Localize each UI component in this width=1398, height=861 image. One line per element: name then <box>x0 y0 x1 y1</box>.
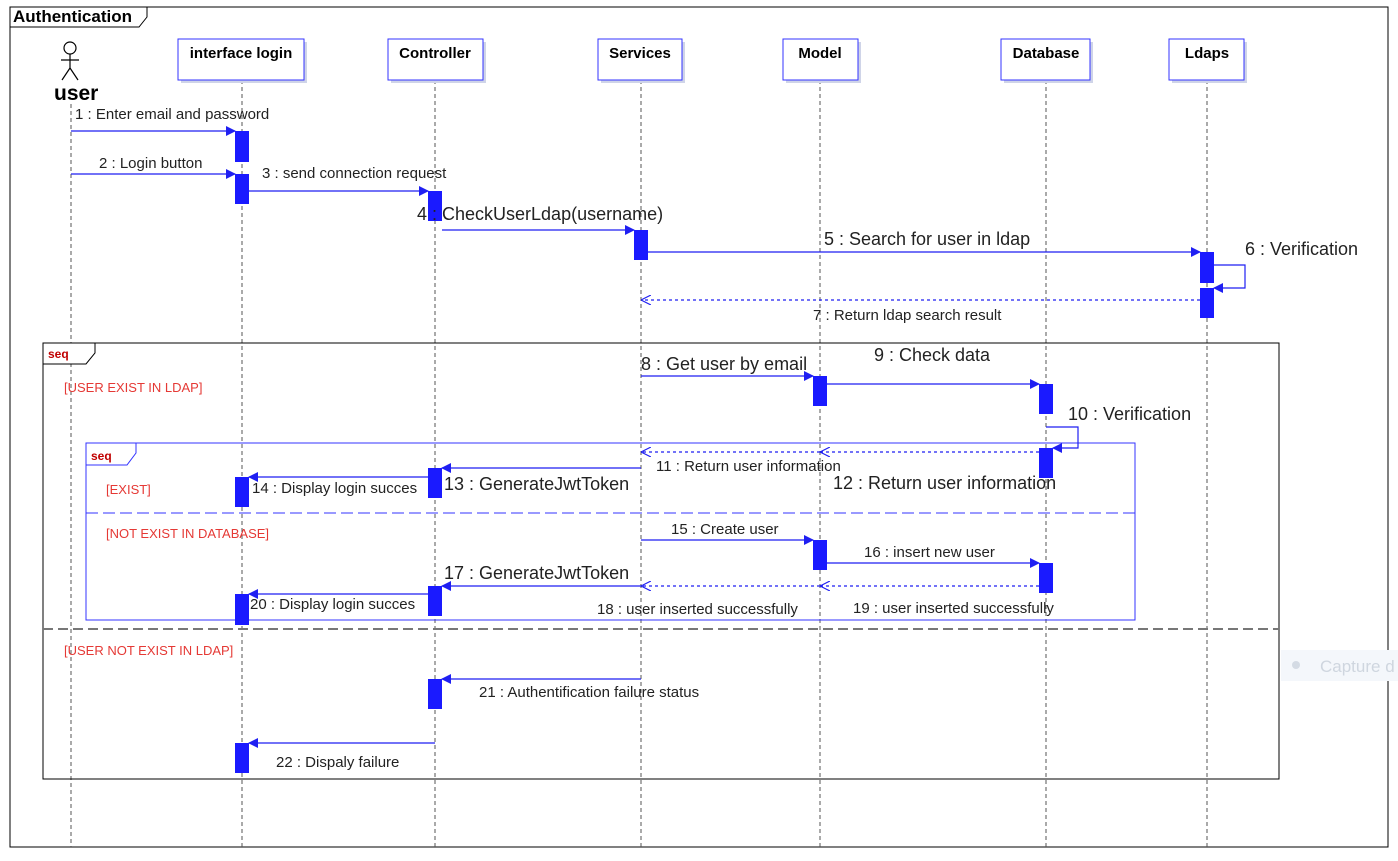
activation-bar <box>1039 448 1053 478</box>
fragment-inner: seq [EXIST] [NOT EXIST IN DATABASE] <box>85 442 1136 621</box>
message-12-label: 12 : Return user information <box>833 473 1056 493</box>
activation-bar <box>1039 563 1053 593</box>
lifeline-interface-label: interface login <box>190 45 293 62</box>
fragment-outer-tag-box <box>42 342 96 365</box>
fragment-inner-tag-box <box>85 442 137 466</box>
message-8-label: 8 : Get user by email <box>641 354 807 374</box>
actor-left-leg <box>61 67 71 81</box>
activation-bars <box>235 131 1214 773</box>
message-5-label: 5 : Search for user in ldap <box>824 229 1030 249</box>
message-10-arrow <box>1046 426 1079 453</box>
message-20-label: 20 : Display login succes <box>250 596 415 613</box>
message-7-label: 7 : Return ldap search result <box>813 307 1002 324</box>
guard-user-not-exist-ldap: [USER NOT EXIST IN LDAP] <box>64 643 233 658</box>
lifeline-headers: interface login Controller Services Mode… <box>177 38 1247 83</box>
lifeline-lines <box>70 80 1208 847</box>
lifeline-services-box[interactable] <box>597 38 683 81</box>
lifeline-database-label: Database <box>1013 45 1080 62</box>
message-21-label: 21 : Authentification failure status <box>479 684 699 701</box>
activation-bar <box>634 230 648 260</box>
message-4-label: 4 : CheckUserLdap(username) <box>417 204 663 224</box>
lifeline-interface-box[interactable] <box>177 38 305 81</box>
activation-bar <box>235 131 249 162</box>
fragment-inner-border <box>85 442 1136 621</box>
message-arrows <box>71 126 1246 748</box>
activation-bar <box>235 477 249 507</box>
lifeline-ldaps-label: Ldaps <box>1185 45 1229 62</box>
lifeline-model-label: Model <box>798 45 841 62</box>
guard-user-exist-ldap: [USER EXIST IN LDAP] <box>64 380 202 395</box>
message-6-arrow <box>1213 264 1246 293</box>
message-10-label: 10 : Verification <box>1068 404 1191 424</box>
message-13-label: 13 : GenerateJwtToken <box>444 474 629 494</box>
fragment-inner-tag: seq <box>91 449 112 463</box>
message-18-label: 18 : user inserted successfully <box>597 601 798 618</box>
activation-bar <box>428 468 442 498</box>
fragment-outer-tag: seq <box>48 347 69 361</box>
fragment-outer: seq [USER EXIST IN LDAP] [USER NOT EXIST… <box>42 342 1280 780</box>
message-16-label: 16 : insert new user <box>864 544 995 561</box>
actor-head-icon <box>63 41 77 55</box>
activation-bar <box>428 586 442 616</box>
activation-bar <box>235 594 249 625</box>
fragment-outer-border <box>42 342 1280 780</box>
lifeline-database-box[interactable] <box>1000 38 1091 81</box>
actor-right-leg <box>69 67 79 81</box>
lifeline-ldaps-box[interactable] <box>1168 38 1245 81</box>
lifeline-services-label: Services <box>609 45 671 62</box>
watermark-dot-icon <box>1292 661 1300 669</box>
actor-user <box>61 41 79 81</box>
message-11-label: 11 : Return user information <box>656 458 841 475</box>
frame-title: Authentication <box>13 7 132 26</box>
actor-label: user <box>54 82 98 105</box>
activation-bar <box>1200 288 1214 318</box>
message-1-label: 1 : Enter email and password <box>75 106 269 123</box>
message-3-label: 3 : send connection request <box>262 165 447 182</box>
activation-bar <box>428 191 442 221</box>
message-15-label: 15 : Create user <box>671 521 779 538</box>
watermark-background <box>1281 650 1398 681</box>
guard-not-exist-database: [NOT EXIST IN DATABASE] <box>106 526 269 541</box>
message-17-label: 17 : GenerateJwtToken <box>444 563 629 583</box>
activation-bar <box>428 679 442 709</box>
message-22-label: 22 : Dispaly failure <box>276 754 399 771</box>
message-9-label: 9 : Check data <box>874 345 991 365</box>
diagram-frame <box>9 6 1389 848</box>
message-labels: 1 : Enter email and password 2 : Login b… <box>75 106 1358 771</box>
lifeline-controller-label: Controller <box>399 45 471 62</box>
activation-bar <box>813 540 827 570</box>
lifeline-controller-box[interactable] <box>387 38 484 81</box>
message-19-label: 19 : user inserted successfully <box>853 600 1054 617</box>
watermark-text: Capture d <box>1320 657 1395 676</box>
message-6-label: 6 : Verification <box>1245 239 1358 259</box>
activation-bar <box>235 174 249 204</box>
activation-bar <box>1039 384 1053 414</box>
message-2-label: 2 : Login button <box>99 155 202 172</box>
activation-bar <box>1200 252 1214 283</box>
guard-exist: [EXIST] <box>106 482 151 497</box>
lifeline-model-box[interactable] <box>782 38 859 81</box>
activation-bar <box>813 376 827 406</box>
activation-bar <box>235 743 249 773</box>
message-14-label: 14 : Display login succes <box>252 480 417 497</box>
frame-title-tab <box>9 6 148 28</box>
